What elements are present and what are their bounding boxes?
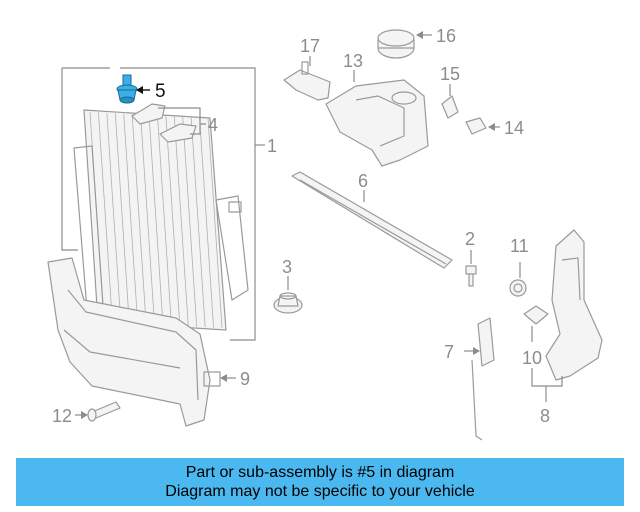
info-banner: Part or sub-assembly is #5 in diagram Di… — [16, 458, 624, 506]
callout-11: 11 — [510, 236, 529, 256]
callout-6: 6 — [358, 171, 368, 191]
part-2-bolt — [465, 265, 477, 287]
callout-10: 10 — [522, 348, 542, 368]
radiator-fin — [157, 115, 172, 326]
part-11-nut — [509, 279, 527, 297]
part-3-grommet — [273, 292, 303, 314]
part-6-deflector — [291, 171, 453, 269]
part-13-expansion-tank — [325, 79, 429, 167]
part-10-clip — [523, 305, 549, 325]
callout-17: 17 — [300, 36, 320, 56]
part-7-bracket — [471, 317, 495, 441]
radiator-fin — [207, 117, 223, 329]
radiator-fin — [173, 116, 189, 327]
callout-5: 5 — [155, 81, 166, 102]
part-15-sensor — [441, 95, 459, 119]
callout-7: 7 — [444, 342, 454, 362]
banner-line-disclaimer: Diagram may not be specific to your vehi… — [165, 483, 475, 500]
callout-14: 14 — [504, 118, 524, 138]
callout-9: 9 — [240, 369, 250, 389]
radiator-fin — [165, 115, 181, 326]
part-8-duct — [545, 229, 603, 381]
part-4-brackets — [131, 103, 197, 143]
radiator-fin — [114, 113, 130, 324]
callout-2: 2 — [465, 229, 475, 249]
radiator — [73, 109, 249, 331]
callout-4: 4 — [208, 115, 218, 135]
part-16-cap — [377, 29, 415, 59]
part-17-bracket — [283, 61, 331, 101]
callout-3: 3 — [282, 257, 292, 277]
radiator-fin — [123, 113, 139, 324]
banner-line-part: Part or sub-assembly is #5 in diagram — [185, 464, 455, 481]
part-9-support-frame — [47, 257, 221, 427]
radiator-fin — [190, 117, 206, 328]
part-14-fitting — [465, 117, 487, 135]
parts-diagram: 5 4 1 3 9 12 17 13 — [47, 26, 603, 441]
callout-1: 1 — [267, 136, 277, 156]
callout-16: 16 — [436, 26, 456, 46]
radiator-fin — [140, 114, 155, 325]
callout-15: 15 — [440, 64, 460, 84]
part-12-screw — [87, 401, 121, 422]
callout-13: 13 — [343, 51, 363, 71]
radiator-fin — [182, 116, 198, 327]
callout-12: 12 — [52, 406, 72, 426]
radiator-group — [61, 67, 265, 341]
radiator-fin — [199, 117, 214, 328]
radiator-fin — [98, 112, 113, 323]
radiator-fin — [106, 112, 122, 323]
radiator-fin — [148, 114, 164, 326]
callout-8: 8 — [540, 406, 550, 426]
radiator-fin — [131, 114, 147, 325]
part-5-bolt — [116, 74, 138, 104]
